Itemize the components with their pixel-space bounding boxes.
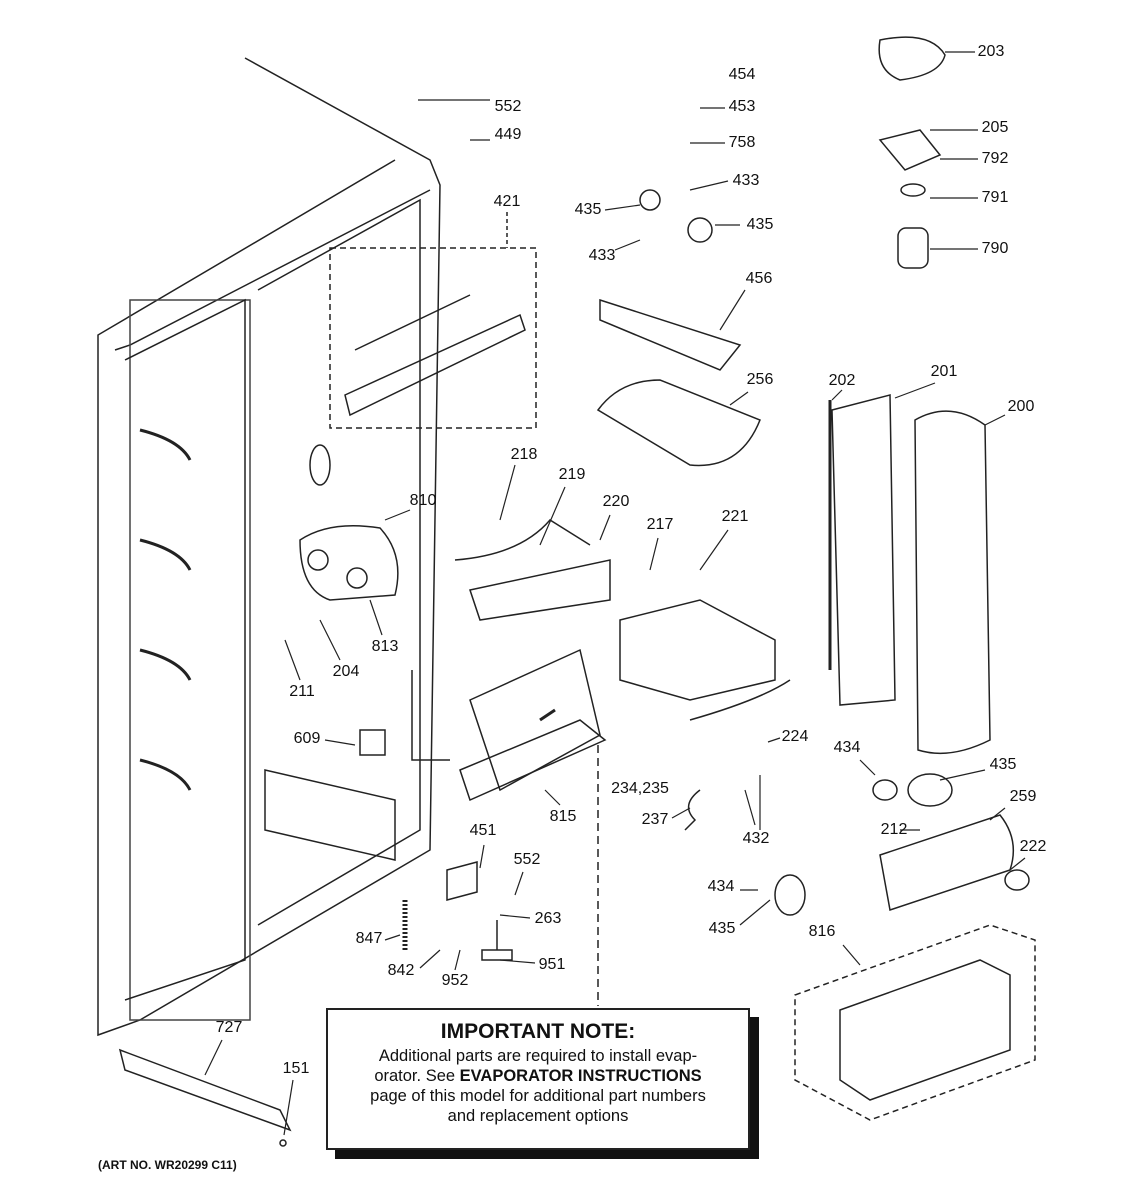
callout-204[interactable]: 204	[332, 663, 360, 680]
callout-205[interactable]: 205	[981, 119, 1009, 136]
callout-200[interactable]: 200	[1007, 398, 1035, 415]
callout-816[interactable]: 816	[808, 923, 836, 940]
callout-951[interactable]: 951	[538, 956, 566, 973]
callout-791[interactable]: 791	[981, 189, 1009, 206]
note-line-4: and replacement options	[447, 1107, 629, 1125]
assembly-816-box	[794, 924, 1036, 1121]
callout-815[interactable]: 815	[549, 808, 577, 825]
evaporator-instructions-link[interactable]: EVAPORATOR INSTRUCTIONS	[459, 1067, 702, 1085]
callout-451[interactable]: 451	[469, 822, 497, 839]
callout-224[interactable]: 224	[781, 728, 809, 745]
callout-758[interactable]: 758	[728, 134, 756, 151]
note-line-1: Additional parts are required to install…	[378, 1047, 698, 1065]
callout-433[interactable]: 433	[588, 247, 616, 264]
cabinet-drawing	[97, 57, 441, 1037]
callout-259[interactable]: 259	[1009, 788, 1037, 805]
callout-790[interactable]: 790	[981, 240, 1009, 257]
callout-202[interactable]: 202	[828, 372, 856, 389]
note-line-2: orator. See EVAPORATOR INSTRUCTIONS	[328, 1066, 748, 1086]
callout-434[interactable]: 434	[833, 739, 861, 756]
callout-222[interactable]: 222	[1019, 838, 1047, 855]
callout-217[interactable]: 217	[646, 516, 674, 533]
leader-lines	[204, 51, 1026, 1136]
callout-237[interactable]: 237	[641, 811, 669, 828]
assembly-421-box	[329, 247, 537, 429]
callout-218[interactable]: 218	[510, 446, 538, 463]
callout-434[interactable]: 434	[707, 878, 735, 895]
important-note: IMPORTANT NOTE: Additional parts are req…	[326, 1008, 750, 1150]
callout-263[interactable]: 263	[534, 910, 562, 927]
callout-952[interactable]: 952	[441, 972, 469, 989]
callout-203[interactable]: 203	[977, 43, 1005, 60]
callout-435[interactable]: 435	[574, 201, 602, 218]
callout-256[interactable]: 256	[746, 371, 774, 388]
callout-453[interactable]: 453	[728, 98, 756, 115]
callout-433[interactable]: 433	[732, 172, 760, 189]
callout-234-235[interactable]: 234,235	[611, 780, 669, 797]
callout-435[interactable]: 435	[989, 756, 1017, 773]
callout-201[interactable]: 201	[930, 363, 958, 380]
callout-842[interactable]: 842	[387, 962, 415, 979]
callout-727[interactable]: 727	[215, 1019, 243, 1036]
callout-449[interactable]: 449	[494, 126, 522, 143]
callout-432[interactable]: 432	[742, 830, 770, 847]
note-title: IMPORTANT NOTE:	[440, 1020, 636, 1043]
callout-212[interactable]: 212	[880, 821, 908, 838]
callout-810[interactable]: 810	[409, 492, 437, 509]
callout-552[interactable]: 552	[494, 98, 522, 115]
callout-435[interactable]: 435	[746, 216, 774, 233]
callout-221[interactable]: 221	[721, 508, 749, 525]
callout-609[interactable]: 609	[293, 730, 321, 747]
callout-435[interactable]: 435	[708, 920, 736, 937]
note-line-2-text: orator. See	[374, 1067, 460, 1085]
callout-211[interactable]: 211	[289, 683, 315, 700]
callout-454[interactable]: 454	[728, 66, 756, 83]
callout-792[interactable]: 792	[981, 150, 1009, 167]
callout-421[interactable]: 421	[493, 193, 521, 210]
callout-552[interactable]: 552	[513, 851, 541, 868]
callout-220[interactable]: 220	[602, 493, 630, 510]
note-line-3: page of this model for additional part n…	[370, 1087, 706, 1105]
art-number: (ART NO. WR20299 C11)	[98, 1158, 237, 1172]
callout-456[interactable]: 456	[745, 270, 773, 287]
callout-847[interactable]: 847	[355, 930, 383, 947]
callout-813[interactable]: 813	[371, 638, 399, 655]
callout-219[interactable]: 219	[558, 466, 586, 483]
callout-151[interactable]: 151	[282, 1060, 310, 1077]
